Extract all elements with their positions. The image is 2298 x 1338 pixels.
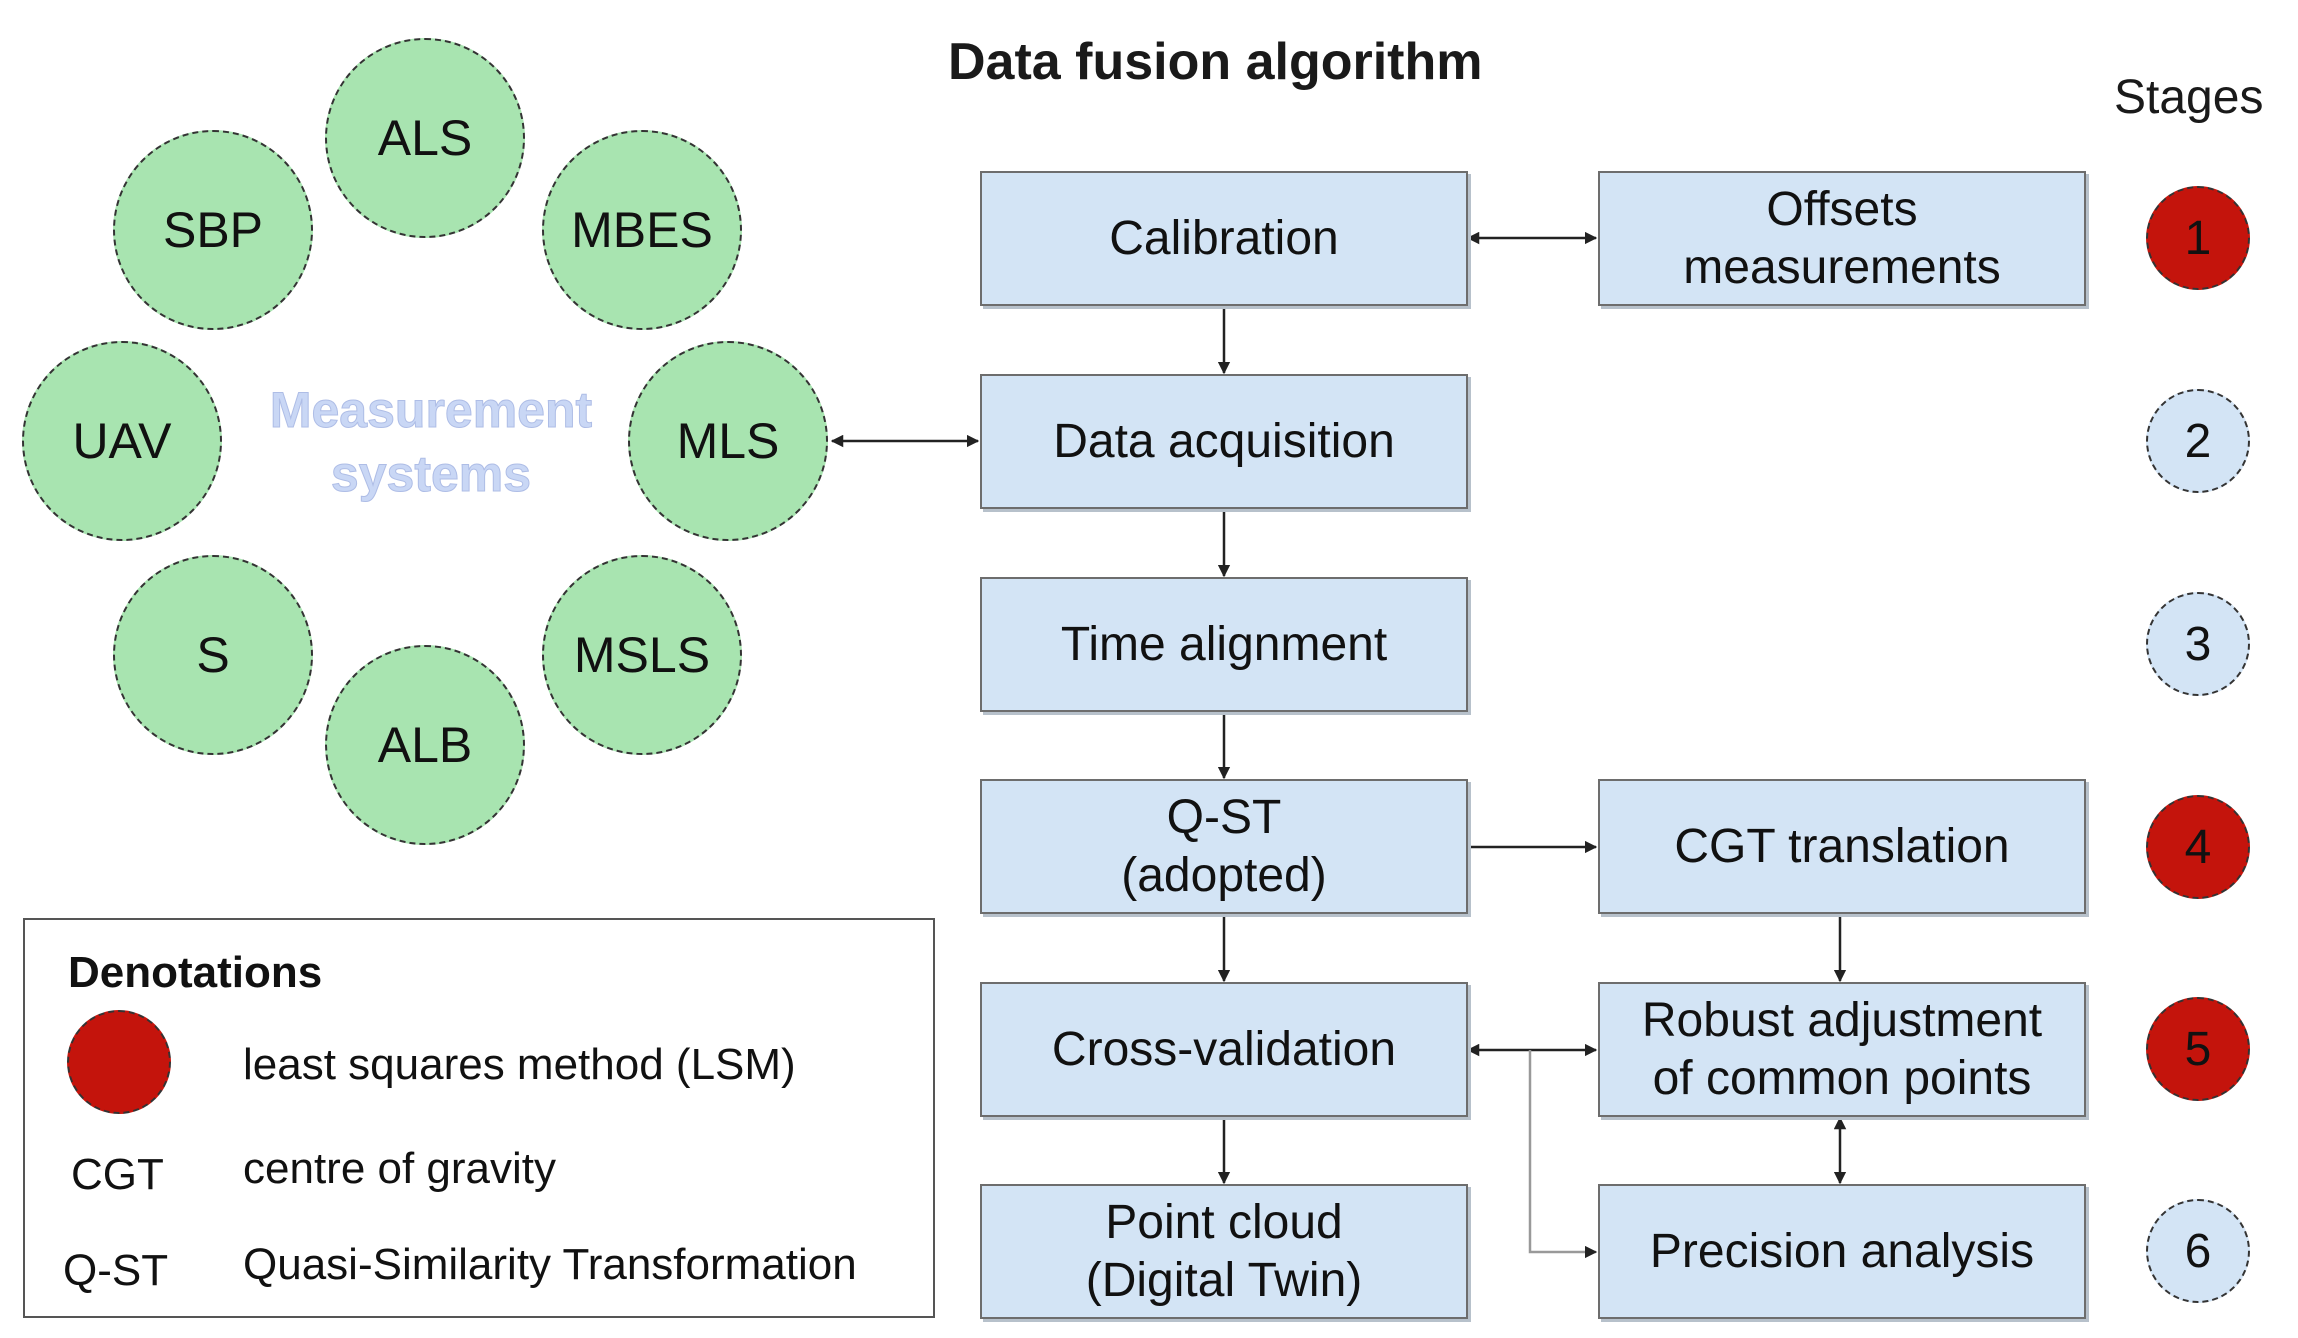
legend-lsm-text: least squares method (LSM) — [243, 1040, 796, 1089]
box-time-alignment: Time alignment — [980, 577, 1468, 712]
system-als: ALS — [325, 38, 525, 238]
system-alb: ALB — [325, 645, 525, 845]
system-sbp: SBP — [113, 130, 313, 330]
robust-adjustment-label: Robust adjustment of common points — [1641, 993, 2043, 1105]
box-point-cloud: Point cloud (Digital Twin) — [980, 1184, 1468, 1319]
data-acquisition-label: Data acquisition — [1053, 414, 1395, 468]
calibration-label: Calibration — [1109, 211, 1339, 265]
system-uav: UAV — [22, 341, 222, 541]
qst-label: Q-ST (adopted) — [1121, 790, 1327, 902]
box-robust-adjustment: Robust adjustment of common points — [1598, 982, 2086, 1117]
stages-label: Stages — [2114, 71, 2264, 124]
lsm-red-circle-icon — [67, 1010, 171, 1114]
measurement-systems-label: Measurement systems — [246, 378, 616, 506]
stage-5-marker: 5 — [2146, 997, 2250, 1101]
offsets-label: Offsets measurements — [1683, 182, 2001, 294]
legend-cgt-symbol: CGT — [71, 1150, 164, 1199]
system-msls: MSLS — [542, 555, 742, 755]
box-precision-analysis: Precision analysis — [1598, 1184, 2086, 1319]
arrow-crossval-precision — [1528, 1050, 1598, 1259]
legend-qst-text: Quasi-Similarity Transformation — [243, 1240, 857, 1289]
box-data-acquisition: Data acquisition — [980, 374, 1468, 509]
legend-title: Denotations — [68, 948, 323, 997]
legend-qst-symbol: Q-ST — [63, 1246, 169, 1295]
box-cgt-translation: CGT translation — [1598, 779, 2086, 914]
box-offsets-measurements: Offsets measurements — [1598, 171, 2086, 306]
diagram-title: Data fusion algorithm — [948, 33, 1483, 91]
stage-6-marker: 6 — [2146, 1199, 2250, 1303]
stage-3-marker: 3 — [2146, 592, 2250, 696]
cgt-translation-label: CGT translation — [1674, 819, 2010, 873]
stage-1-marker: 1 — [2146, 186, 2250, 290]
stage-4-marker: 4 — [2146, 795, 2250, 899]
cross-validation-label: Cross-validation — [1051, 1022, 1397, 1076]
box-cross-validation: Cross-validation — [980, 982, 1468, 1117]
precision-analysis-label: Precision analysis — [1649, 1224, 2035, 1278]
box-qst: Q-ST (adopted) — [980, 779, 1468, 914]
system-mls: MLS — [628, 341, 828, 541]
point-cloud-label: Point cloud (Digital Twin) — [1085, 1195, 1363, 1307]
time-alignment-label: Time alignment — [1060, 617, 1388, 671]
legend-cgt-text: centre of gravity — [243, 1144, 557, 1193]
box-calibration: Calibration — [980, 171, 1468, 306]
stage-2-marker: 2 — [2146, 389, 2250, 493]
measurement-systems-text: Measurement systems — [269, 382, 593, 503]
system-s: S — [113, 555, 313, 755]
system-mbes: MBES — [542, 130, 742, 330]
legend-box: Denotations least squares method (LSM) C… — [23, 918, 935, 1318]
